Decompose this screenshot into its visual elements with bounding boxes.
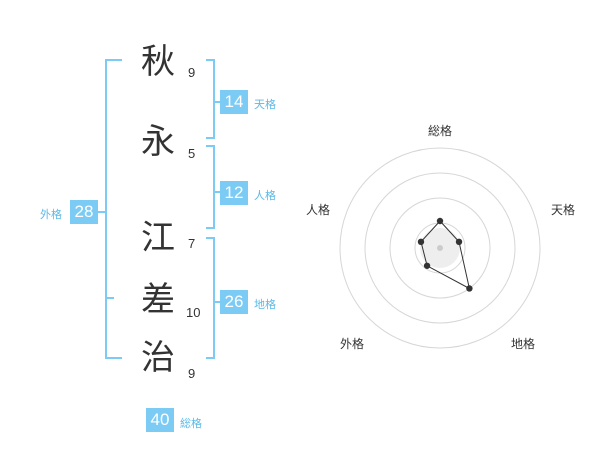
tenkaku-bracket [206, 59, 215, 139]
radar-data-polygon [420, 220, 471, 290]
radar-axis-label-jinkaku: 人格 [306, 203, 331, 217]
jinkaku-badge: 12 [220, 181, 248, 205]
chikaku-bracket [206, 237, 215, 359]
name-char-2: 永 [141, 122, 175, 162]
soukaku-label: 総格 [180, 417, 202, 430]
radar-point-1 [436, 217, 444, 225]
radar-axis-label-chikaku: 地格 [511, 337, 536, 351]
radar-axis-label-gaikaku: 外格 [340, 337, 365, 351]
stroke-count-2: 5 [188, 146, 196, 161]
radar-ring-4 [339, 147, 541, 349]
radar-ring-3 [364, 172, 516, 324]
jinkaku-label: 人格 [254, 189, 276, 202]
jinkaku-bracket [206, 145, 215, 229]
radar-chart [339, 147, 541, 349]
stroke-count-4: 10 [186, 305, 201, 320]
stroke-count-5: 9 [188, 366, 196, 381]
tenkaku-badge: 14 [220, 90, 248, 114]
name-char-3: 江 [141, 218, 175, 258]
radar-ring-2 [389, 197, 491, 299]
radar-point-3 [466, 285, 473, 292]
name-char-5: 治 [141, 338, 175, 378]
radar-axis-label-soukaku: 総格 [428, 124, 453, 138]
gaikaku-bracket [105, 59, 122, 359]
soukaku-badge: 40 [146, 408, 174, 432]
radar-axis-label-tenkaku: 天格 [551, 203, 576, 217]
radar-point-2 [455, 238, 463, 246]
name-char-4: 差 [141, 280, 175, 320]
radar-rings [339, 147, 541, 349]
radar-point-4 [423, 262, 431, 269]
radar-data-points [417, 217, 473, 292]
name-char-1: 秋 [141, 42, 175, 82]
chikaku-label: 地格 [254, 298, 276, 311]
gaikaku-badge: 28 [70, 200, 98, 224]
radar-center-dot [437, 245, 443, 251]
tenkaku-label: 天格 [254, 98, 276, 111]
stroke-count-3: 7 [188, 236, 196, 251]
gaikaku-label: 外格 [40, 208, 62, 221]
radar-point-5 [417, 238, 425, 246]
stroke-count-1: 9 [188, 65, 196, 80]
chikaku-badge: 26 [220, 290, 248, 314]
